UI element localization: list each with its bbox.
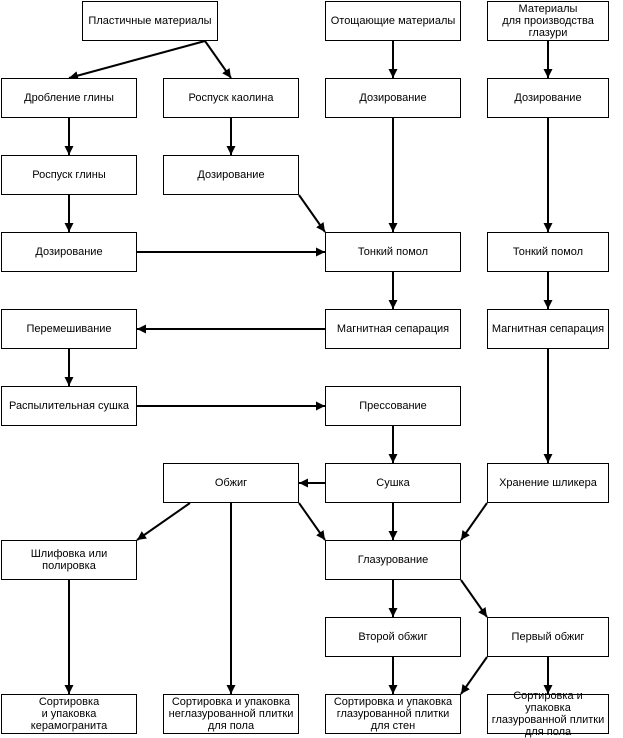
arrow-glazing-to-first-firing [460,579,488,618]
node-sort-glazed-floor: Сортировка и упаковка глазурованной плит… [487,690,609,738]
node-dosing-glaze: Дозирование [487,78,609,118]
node-fine-grinding: Тонкий помол [325,232,461,272]
node-second-firing: Второй обжиг [325,617,461,657]
node-dosing-leaning: Дозирование [325,78,461,118]
node-dosing-clay: Дозирование [1,232,137,272]
node-mixing: Перемешивание [1,309,137,349]
node-magnetic-separation: Магнитная сепарация [325,309,461,349]
node-sort-unglazed: Сортировка и упаковка неглазурованной пл… [163,694,299,734]
node-kaolin-dissolving: Роспуск каолина [163,78,299,118]
node-dosing-kaolin: Дозирование [163,155,299,195]
arrow-firing-to-glazing [298,502,326,541]
node-plastic-materials: Пластичные материалы [82,1,218,41]
node-magnetic-separation-glaze: Магнитная сепарация [487,309,609,349]
node-fine-grinding-glaze: Тонкий помол [487,232,609,272]
arrow-plastic-to-crushing [68,40,206,80]
node-glazing: Глазурование [325,540,461,580]
arrow-first-firing-to-sort-wall [460,656,488,695]
node-spray-drying: Распылительная сушка [1,386,137,426]
node-slip-storage: Хранение шликера [487,463,609,503]
arrow-storage-to-glazing [460,502,488,541]
arrow-plastic-to-kaolin [204,40,232,79]
node-clay-crushing: Дробление глины [1,78,137,118]
node-firing: Обжиг [163,463,299,503]
arrow-firing-to-grinding-polishing [136,502,191,541]
node-clay-dissolving: Роспуск глины [1,155,137,195]
node-leaning-materials: Отощающие материалы [325,1,461,41]
node-sort-porcelain: Сортировка и упаковка керамогранита [1,694,137,734]
node-sort-glazed-wall: Сортировка и упаковка глазурованной плит… [325,694,461,734]
node-first-firing: Первый обжиг [487,617,609,657]
node-grinding-polishing: Шлифовка или полировка [1,540,137,580]
node-pressing: Прессование [325,386,461,426]
arrow-kaolin-dosing-to-grinding [298,194,326,233]
node-drying: Сушка [325,463,461,503]
node-glaze-materials: Материалы для производства глазури [487,1,609,41]
